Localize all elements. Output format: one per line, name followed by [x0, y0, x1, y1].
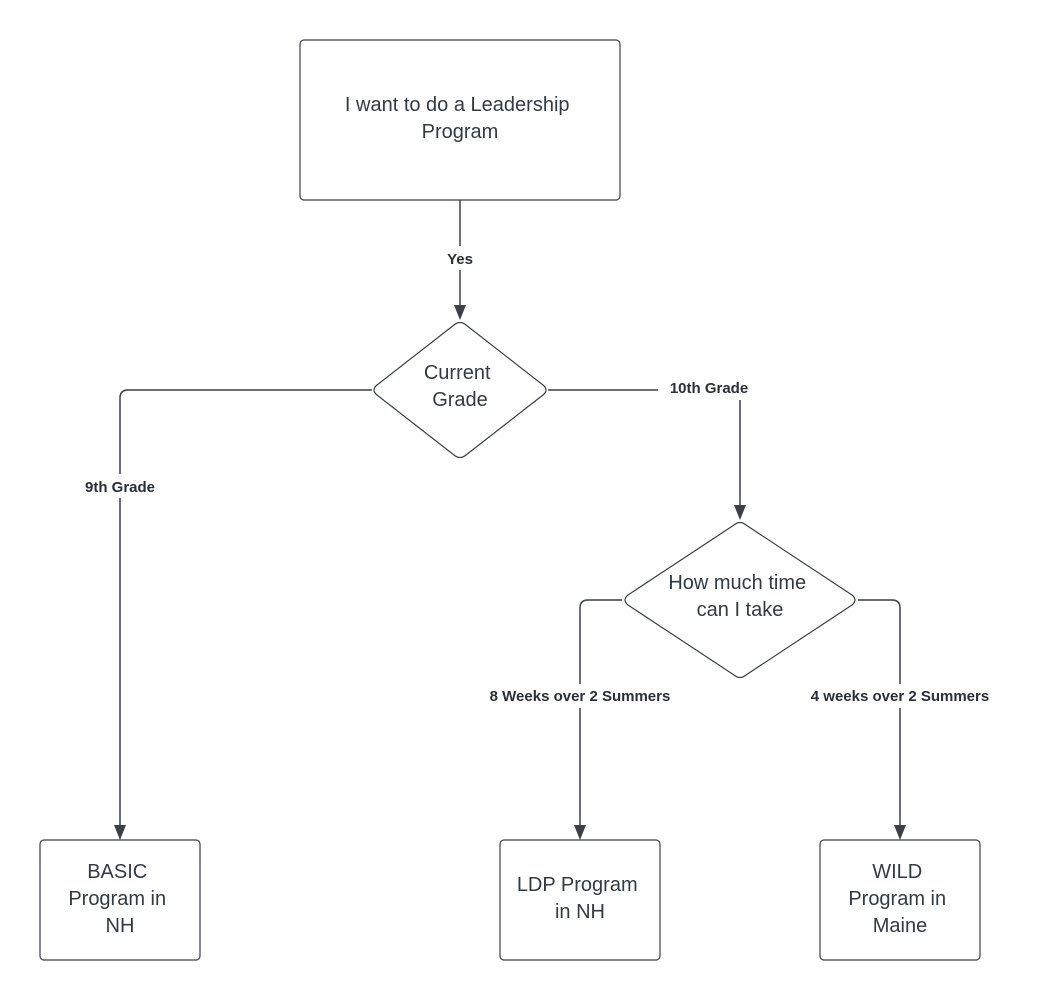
edge-label-9th-grade: 9th Grade — [85, 479, 155, 496]
arrowhead — [454, 305, 466, 320]
arrowhead — [574, 825, 586, 840]
arrowhead — [734, 505, 746, 520]
edge-label-8-weeks: 8 Weeks over 2 Summers — [490, 688, 671, 705]
svg-text:WILD Program in Ma: WILD Program in Maine — [848, 861, 951, 937]
node-text-line: Grade — [432, 389, 488, 411]
svg-text:Current Grade: Current Grade — [424, 362, 496, 411]
node-text-line: Program in — [848, 888, 946, 910]
node-text-line: Current — [424, 362, 491, 384]
node-text-line: BASIC — [87, 861, 147, 883]
edge-grade-to-basic — [119, 389, 372, 830]
process-box — [299, 39, 621, 201]
node-wild-program: WILD Program in Maine — [819, 839, 981, 961]
process-box — [39, 839, 201, 961]
node-text-line: LDP Program — [517, 874, 638, 896]
edge-label-yes: Yes — [447, 251, 473, 268]
edge-time-to-wild — [858, 599, 901, 830]
node-text-line: Maine — [873, 915, 927, 937]
arrowhead — [894, 825, 906, 840]
node-text-line: Program in — [68, 888, 166, 910]
node-text-line: can I take — [697, 599, 784, 621]
edge-time-to-ldp — [579, 599, 622, 830]
process-box — [499, 839, 661, 961]
svg-text:How much time can I take: How much time can I take — [668, 572, 811, 621]
edge-labels: Yes 9th Grade 10th Grade 8 Weeks over 2 … — [74, 246, 1010, 708]
edge-label-4-weeks: 4 weeks over 2 Summers — [811, 688, 989, 705]
node-text-line: WILD — [872, 861, 922, 883]
svg-text:LDP Program in NH: LDP Program in NH — [517, 874, 643, 923]
node-basic-program: BASIC Program in NH — [39, 839, 201, 961]
node-text-line: Program — [422, 121, 499, 143]
decision-diamond — [624, 521, 856, 679]
node-ldp-program: LDP Program in NH — [499, 839, 661, 961]
node-how-much-time: How much time can I take — [624, 521, 856, 679]
svg-text:BASIC Program in N: BASIC Program in NH — [68, 861, 171, 937]
node-text-line: I want to do a Leadership — [345, 94, 570, 116]
node-current-grade: Current Grade — [373, 321, 547, 459]
edges — [114, 200, 906, 840]
node-text-line: How much time — [668, 572, 806, 594]
svg-text:I want to do a Leadership: I want to do a Leadership Program — [345, 94, 575, 143]
process-box — [819, 839, 981, 961]
node-text-line: NH — [106, 915, 135, 937]
edge-label-10th-grade: 10th Grade — [670, 380, 748, 397]
node-text-line: in NH — [555, 901, 605, 923]
edge-grade-to-time — [548, 389, 741, 512]
arrowhead — [114, 825, 126, 840]
node-start: I want to do a Leadership Program — [299, 39, 621, 201]
decision-diamond — [373, 321, 547, 459]
